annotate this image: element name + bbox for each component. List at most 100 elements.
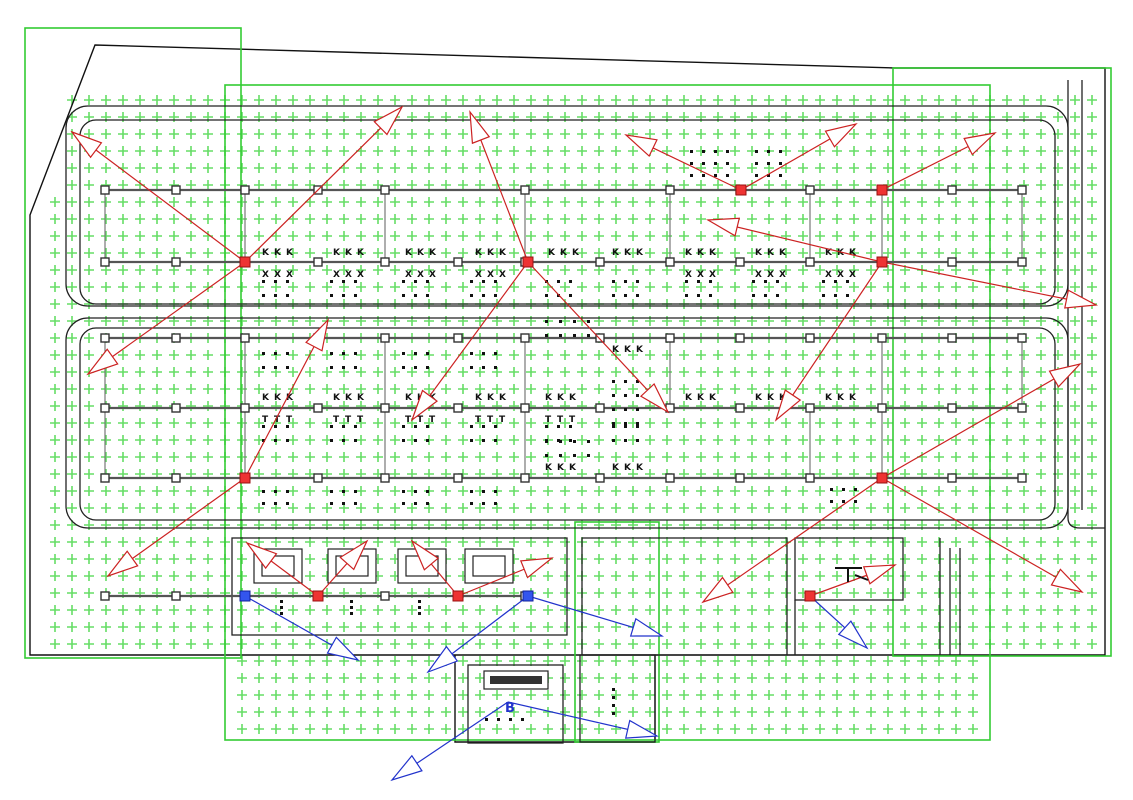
grid-cross [186, 197, 196, 207]
grid-cross [322, 418, 332, 428]
grid-cross [118, 503, 128, 513]
grid-cross [152, 367, 162, 377]
grid-cross [254, 724, 264, 734]
equipment-dot [494, 280, 497, 283]
grid-cross [594, 384, 604, 394]
grid-cross [798, 282, 808, 292]
grid-cross [475, 197, 485, 207]
grid-cross [747, 503, 757, 513]
grid-cross [1019, 163, 1029, 173]
grid-cross [577, 214, 587, 224]
grid-cross [1070, 469, 1080, 479]
grid-cross [186, 401, 196, 411]
grid-cross [611, 367, 621, 377]
grid-cross [441, 537, 451, 547]
grid-cross [441, 384, 451, 394]
coverage-arrowhead [862, 564, 897, 585]
grid-cross [764, 690, 774, 700]
grid-cross [67, 435, 77, 445]
equipment-dot [624, 294, 627, 297]
grid-cross [509, 503, 519, 513]
grid-cross [84, 554, 94, 564]
equipment-tag: K [837, 393, 845, 403]
grid-cross [203, 367, 213, 377]
grid-cross [764, 180, 774, 190]
grid-cross [645, 231, 655, 241]
grid-cross [815, 690, 825, 700]
grid-cross [50, 554, 60, 564]
grid-cross [424, 707, 434, 717]
grid-cross [1002, 163, 1012, 173]
equipment-dot [752, 294, 755, 297]
grid-cross [730, 537, 740, 547]
grid-cross [594, 197, 604, 207]
grid-cross [203, 622, 213, 632]
grid-cross [560, 197, 570, 207]
grid-cross [339, 622, 349, 632]
grid-cross [118, 639, 128, 649]
grid-cross [458, 656, 468, 666]
grid-cross [900, 452, 910, 462]
equipment-dot [482, 439, 485, 442]
grid-cross [866, 401, 876, 411]
grid-cross [628, 146, 638, 156]
equipment-dot [426, 352, 429, 355]
grid-cross [560, 690, 570, 700]
grid-cross [186, 537, 196, 547]
grid-cross [441, 197, 451, 207]
equipment-tag: T [286, 415, 293, 425]
structure-column [1017, 333, 1027, 343]
grid-cross [50, 503, 60, 513]
grid-cross [84, 112, 94, 122]
camera-red [876, 184, 888, 196]
camera-red [452, 590, 464, 602]
equipment-dot [262, 352, 265, 355]
grid-cross [339, 605, 349, 615]
grid-cross [900, 367, 910, 377]
equipment-dot [350, 606, 353, 609]
service-units [253, 548, 549, 690]
grid-cross [832, 588, 842, 598]
grid-cross [373, 384, 383, 394]
grid-cross [135, 367, 145, 377]
grid-cross [628, 265, 638, 275]
grid-cross [407, 673, 417, 683]
grid-cross [441, 265, 451, 275]
grid-cross [900, 418, 910, 428]
grid-cross [934, 673, 944, 683]
grid-cross [67, 639, 77, 649]
equipment-tag: K [357, 248, 365, 258]
grid-cross [322, 656, 332, 666]
grid-cross [832, 418, 842, 428]
grid-cross [543, 690, 553, 700]
grid-cross [1087, 503, 1097, 513]
grid-cross [1019, 452, 1029, 462]
grid-cross [526, 197, 536, 207]
grid-cross [509, 486, 519, 496]
grid-cross [730, 197, 740, 207]
grid-cross [883, 384, 893, 394]
equipment-dot [624, 425, 627, 428]
equipment-tag: X [333, 270, 340, 280]
grid-cross [815, 265, 825, 275]
equipment-dot [557, 439, 560, 442]
grid-cross [118, 622, 128, 632]
grid-cross [645, 486, 655, 496]
grid-cross [611, 129, 621, 139]
grid-cross [1087, 435, 1097, 445]
grid-cross [101, 435, 111, 445]
grid-cross [356, 367, 366, 377]
grid-cross [322, 265, 332, 275]
grid-cross [526, 639, 536, 649]
equipment-dot [569, 294, 572, 297]
grid-cross [917, 180, 927, 190]
grid-cross [611, 146, 621, 156]
grid-cross [1002, 214, 1012, 224]
grid-cross [84, 537, 94, 547]
grid-cross [645, 367, 655, 377]
grid-cross [815, 282, 825, 292]
grid-cross [866, 384, 876, 394]
grid-cross [968, 265, 978, 275]
grid-cross [356, 350, 366, 360]
